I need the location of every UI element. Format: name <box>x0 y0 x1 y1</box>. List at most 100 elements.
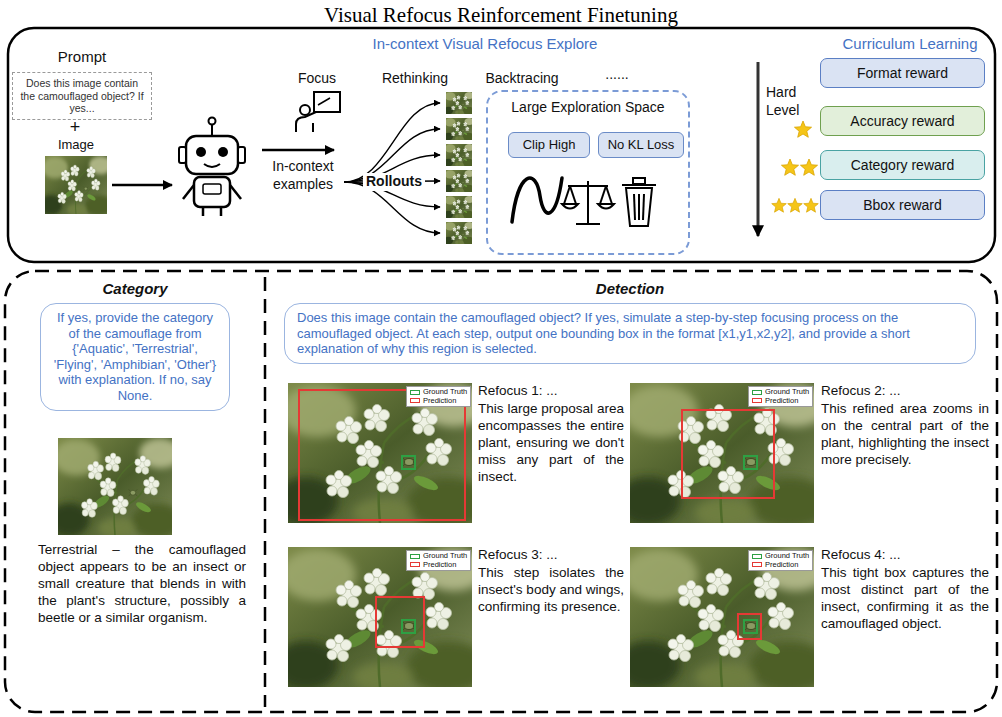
step-title: Refocus 2: ... <box>821 383 989 400</box>
balance-icon <box>564 186 570 204</box>
input-image <box>40 156 113 216</box>
rollout-fan <box>344 103 440 182</box>
rollouts-label: Rollouts <box>363 173 425 191</box>
balance-icon <box>587 181 589 224</box>
difficulty-star <box>804 198 819 212</box>
bottom-panel <box>264 277 267 707</box>
legend-text: Ground Truth <box>765 552 809 561</box>
step-explanation: This refined area zooms in on the centra… <box>821 401 989 469</box>
robot-icon <box>202 207 205 216</box>
legend-swatch <box>410 562 420 567</box>
legend-swatch <box>752 562 762 567</box>
top-panel <box>8 28 995 262</box>
detection-image <box>274 383 832 693</box>
flow-arrow <box>262 150 334 151</box>
clip-high-icon <box>512 178 562 222</box>
image-legend: Ground TruthPrediction <box>406 550 471 571</box>
difficulty-star <box>788 198 803 212</box>
robot-icon <box>179 147 186 163</box>
detection-image <box>274 383 490 529</box>
legend-entry: Prediction <box>410 397 467 406</box>
legend-entry: Ground Truth <box>410 552 467 561</box>
legend-entry: Prediction <box>752 397 809 406</box>
clip-high-icon <box>512 178 562 222</box>
difficulty-star <box>772 198 787 212</box>
box-text: Format reward <box>857 65 948 82</box>
prompt-bubble: If yes, provide the category of the camo… <box>40 303 230 411</box>
box-text: Does this image contain the camouflaged … <box>18 77 146 115</box>
flow-arrow <box>112 184 172 187</box>
detection-image <box>616 547 832 693</box>
reward-box: Format reward <box>820 58 985 88</box>
difficulty-star <box>800 159 817 175</box>
rollout-thumbnail <box>444 196 475 219</box>
difficulty-star <box>794 121 811 137</box>
robot-icon <box>230 185 241 199</box>
focus-icon <box>296 112 316 132</box>
rollout-thumbnail <box>444 118 475 141</box>
focus-icon <box>300 105 310 115</box>
robot-icon <box>238 147 245 163</box>
box-text: Clip High <box>523 137 576 153</box>
legend-text: Prediction <box>423 397 456 406</box>
exploration-space-box: Large Exploration SpaceClip HighNo KL Lo… <box>486 90 690 255</box>
balance-icon <box>576 223 600 225</box>
bottom-panel <box>5 271 997 712</box>
step-label: Rethinking <box>372 70 458 88</box>
robot-icon <box>186 136 238 174</box>
ground-truth-box <box>402 620 415 633</box>
plus-sign: + <box>62 116 88 139</box>
image-legend: Ground TruthPrediction <box>748 550 813 571</box>
panel-heading: Detection <box>570 280 690 299</box>
box-text: Does this image contain the camouflaged … <box>297 310 963 357</box>
prediction-box <box>299 390 465 520</box>
legend-entry: Ground Truth <box>410 388 467 397</box>
legend-text: Prediction <box>765 561 798 570</box>
reward-box: Bbox reward <box>820 190 985 220</box>
difficulty-arrow <box>757 62 760 236</box>
step-label: Backtracing <box>474 70 570 88</box>
difficulty-arrow <box>758 62 759 236</box>
robot-icon <box>211 124 213 136</box>
top-panel <box>8 28 995 262</box>
step-label: Focus <box>290 70 344 88</box>
step-title: Refocus 4: ... <box>821 547 989 564</box>
step-explanation: This large proposal area encompasses the… <box>478 401 624 485</box>
rollout-thumbnail <box>444 170 475 193</box>
robot-icon <box>204 164 220 167</box>
section-heading: Curriculum Learning <box>835 35 985 54</box>
prompt-box: PromptDoes this image contain the camouf… <box>12 48 152 120</box>
box-text: If yes, provide the category of the camo… <box>50 310 220 404</box>
box-border: Does this image contain the camouflaged … <box>12 72 152 120</box>
robot-icon <box>209 118 216 125</box>
prediction-box <box>682 410 774 498</box>
rollout-fan <box>344 103 440 233</box>
trash-icon <box>622 178 656 226</box>
ground-truth-box <box>402 456 415 469</box>
image-legend: Ground TruthPrediction <box>748 386 813 407</box>
robot-icon <box>183 185 194 199</box>
method-box: Clip High <box>508 132 590 158</box>
input-image <box>40 156 113 216</box>
step-title: Refocus 1: ... <box>478 383 624 400</box>
method-box: No KL Loss <box>598 132 684 158</box>
detection-image <box>274 547 490 693</box>
step-explanation: This tight box captures the most distinc… <box>821 565 989 633</box>
rollout-thumbnail <box>444 144 475 167</box>
legend-text: Ground Truth <box>765 388 809 397</box>
robot-icon <box>194 177 230 207</box>
difficulty-star <box>772 121 819 212</box>
legend-swatch <box>752 554 762 559</box>
legend-entry: Prediction <box>752 561 809 570</box>
box-text: Bbox reward <box>863 197 942 214</box>
balance-icon <box>598 204 614 209</box>
ground-truth-box <box>744 456 757 469</box>
focus-icon <box>318 98 330 105</box>
robot-icon <box>220 207 223 216</box>
balance-icon <box>570 186 576 204</box>
focus-icon <box>312 123 314 132</box>
panel-heading: Category <box>85 280 185 299</box>
section-heading: In-context Visual Refocus Explore <box>350 35 620 54</box>
trash-icon <box>622 184 656 186</box>
